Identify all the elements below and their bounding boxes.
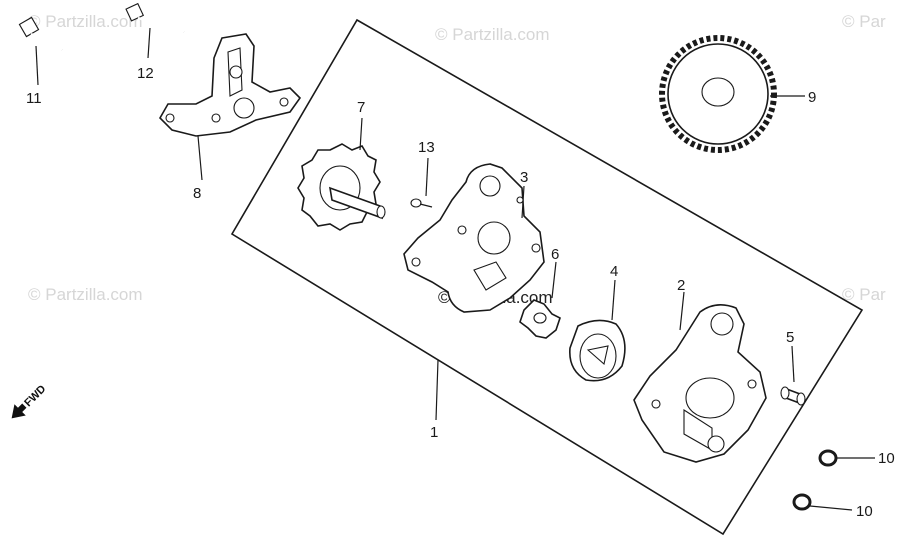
callout-layer: 1 2 3 4 5 6 7 8 9 10 10 11 12 13 <box>26 65 895 520</box>
callout-6: 6 <box>551 246 559 263</box>
leader-line-1 <box>435 359 439 421</box>
callout-5: 5 <box>786 329 794 346</box>
callout-7: 7 <box>357 99 365 116</box>
pump-cover-3 <box>403 163 545 313</box>
callout-12: 12 <box>137 65 154 82</box>
callout-1: 1 <box>430 424 438 441</box>
watermark-top-right: © Par <box>842 12 886 31</box>
o-ring-10a <box>818 449 875 467</box>
watermark-mid-left: © Partzilla.com <box>28 285 143 304</box>
watermark-top-center: © Partzilla.com <box>435 25 550 44</box>
fwd-arrow: FWD <box>11 383 48 419</box>
bracket-plate-8 <box>159 33 302 181</box>
callout-11: 11 <box>26 90 42 107</box>
callout-4: 4 <box>610 263 618 280</box>
pump-body-2 <box>633 291 767 463</box>
pump-assembly-outline <box>230 18 864 536</box>
callout-10a: 10 <box>878 450 895 467</box>
callout-2: 2 <box>677 277 685 294</box>
driven-gear-9 <box>659 35 805 153</box>
callout-9: 9 <box>808 89 816 106</box>
callout-13: 13 <box>418 139 435 156</box>
outer-rotor-4 <box>569 279 626 382</box>
inner-rotor-6 <box>519 261 561 339</box>
bolt-12 <box>125 2 185 59</box>
callout-8: 8 <box>193 185 201 202</box>
callout-10b: 10 <box>856 503 873 520</box>
bolt-11 <box>18 16 63 86</box>
fwd-label: FWD <box>22 383 48 409</box>
screw-13 <box>410 157 433 208</box>
o-ring-10b <box>792 493 853 511</box>
watermark-mid-right: © Par <box>842 285 886 304</box>
watermark-top-left: © Partzilla.com <box>28 12 143 31</box>
callout-3: 3 <box>520 169 528 186</box>
sprocket-7 <box>297 117 386 231</box>
dowel-pin-5 <box>780 345 806 406</box>
